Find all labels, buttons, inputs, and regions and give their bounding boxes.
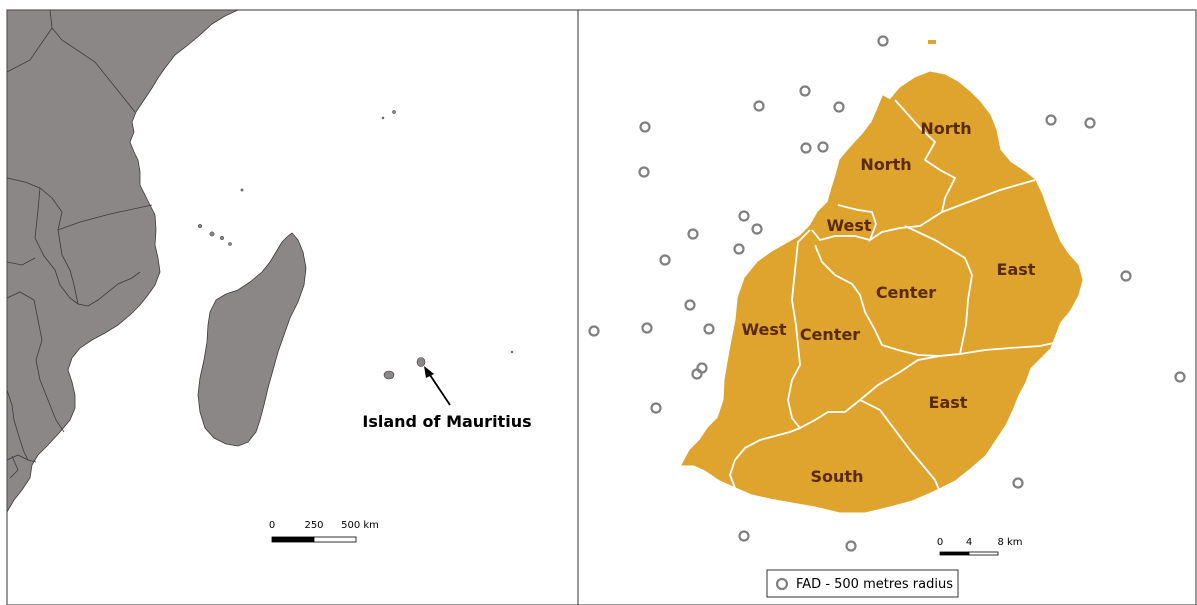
left-scale-tick-0: 0	[269, 520, 275, 531]
fad-markers	[588, 35, 1186, 552]
district-label-south: South	[811, 467, 864, 486]
circle-marker-icon	[877, 35, 889, 47]
left-scale-tick-2: 500 km	[341, 520, 379, 531]
circle-marker-icon	[775, 577, 789, 591]
legend-box	[766, 569, 959, 598]
country-borders	[6, 9, 153, 479]
district-label-north-2: North	[860, 155, 911, 174]
right-scale-tick-2: 8 km	[997, 537, 1022, 548]
circle-marker-icon	[738, 530, 750, 542]
circle-marker-icon	[684, 299, 696, 311]
circle-marker-icon	[833, 101, 845, 113]
circle-marker-icon	[1045, 114, 1057, 126]
circle-marker-icon	[1084, 117, 1096, 129]
right-scale-bar: 0 4 8 km	[937, 537, 1023, 556]
right-map: North North West East Center West Center…	[588, 35, 1186, 598]
left-scale-tick-1: 250	[304, 520, 323, 531]
circle-marker-icon	[639, 121, 651, 133]
arrow-icon	[424, 366, 451, 406]
circle-marker-icon	[638, 166, 650, 178]
circle-marker-icon	[751, 223, 763, 235]
district-label-west-2: West	[741, 320, 786, 339]
district-label-east-2: East	[929, 393, 968, 412]
right-scale-tick-1: 4	[966, 537, 972, 548]
district-labels: North North West East Center West Center…	[741, 119, 1035, 486]
circle-marker-icon	[817, 141, 829, 153]
circle-marker-icon	[650, 402, 662, 414]
small-islands	[197, 110, 514, 354]
district-label-north-1: North	[920, 119, 971, 138]
circle-marker-icon	[641, 322, 653, 334]
circle-marker-icon	[800, 142, 812, 154]
circle-marker-icon	[588, 325, 600, 337]
offshore-islets	[928, 40, 936, 44]
callout-label: Island of Mauritius	[362, 412, 531, 431]
circle-marker-icon	[733, 243, 745, 255]
circle-marker-icon	[659, 254, 671, 266]
circle-marker-icon	[845, 540, 857, 552]
reunion-island	[383, 370, 395, 380]
left-scale-bar: 0 250 500 km	[269, 520, 379, 543]
mauritius-island	[681, 71, 1083, 513]
circle-marker-icon	[687, 228, 699, 240]
circle-marker-icon	[1174, 371, 1186, 383]
circle-marker-icon	[738, 210, 750, 222]
circle-marker-icon	[1120, 270, 1132, 282]
right-scale-tick-0: 0	[937, 537, 943, 548]
circle-marker-icon	[799, 85, 811, 97]
district-label-center-1: Center	[876, 283, 936, 302]
district-label-west-1: West	[826, 216, 871, 235]
circle-marker-icon	[703, 323, 715, 335]
circle-marker-icon	[1012, 477, 1024, 489]
mauritius-island-small	[416, 357, 426, 367]
left-map: Island of Mauritius 0 250 500 km	[6, 9, 532, 543]
district-borders	[729, 99, 1059, 493]
circle-marker-icon	[753, 100, 765, 112]
circle-marker-icon	[691, 368, 703, 380]
africa-landmass	[6, 9, 239, 514]
madagascar	[197, 232, 307, 447]
legend-label: FAD - 500 metres radius	[796, 577, 953, 592]
legend: FAD - 500 metres radius	[766, 569, 959, 598]
district-label-center-2: Center	[800, 325, 860, 344]
district-label-east-1: East	[997, 260, 1036, 279]
